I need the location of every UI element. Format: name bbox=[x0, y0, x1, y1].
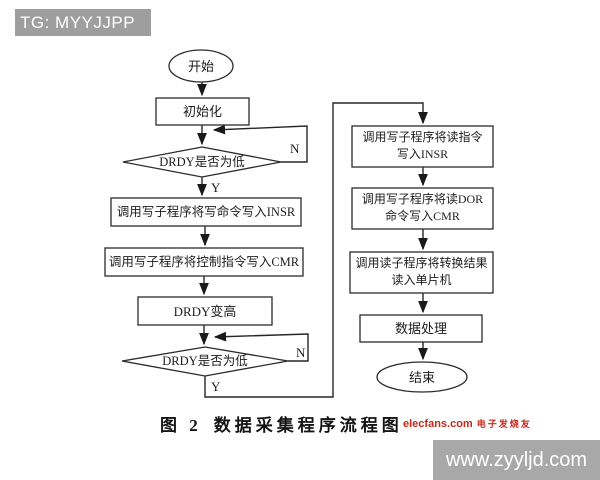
tag-banner: TG: MYYJJPP bbox=[15, 9, 151, 36]
start-terminator-shape bbox=[168, 49, 234, 83]
write-cmd-insr-label: 调用写子程序将写命令写入INSR bbox=[116, 205, 296, 219]
check1-yes-label: Y bbox=[211, 180, 221, 195]
edge-check2-no-loop bbox=[213, 331, 309, 362]
write-dor-cmr-shape bbox=[351, 187, 494, 230]
site-watermark: www.zyyljd.com bbox=[433, 440, 600, 480]
read-result-shape bbox=[349, 251, 494, 294]
data-processing-shape bbox=[359, 314, 483, 343]
read-result-line1: 调用读子程序将转换结果 bbox=[355, 256, 488, 270]
figure-caption: 图 2 数据采集程序流程图 bbox=[160, 411, 403, 436]
check1-label: DRDY是否为低 bbox=[159, 155, 245, 169]
check2-label: DRDY是否为低 bbox=[162, 354, 248, 368]
check1-no-label: N bbox=[290, 141, 300, 156]
edge-check2-yes-to-right-column bbox=[204, 102, 428, 398]
write-read-insr-line1: 调用写子程序将读指令 bbox=[362, 130, 483, 144]
tag-banner-text: TG: MYYJJPP bbox=[20, 13, 136, 32]
check2-yes-label: Y bbox=[211, 379, 221, 394]
check2-decision-shape bbox=[121, 346, 289, 377]
read-result-line2: 读入单片机 bbox=[391, 273, 452, 287]
brand-chinese-text: 电子发烧友 bbox=[476, 419, 532, 429]
data-processing-label: 数据处理 bbox=[394, 321, 447, 336]
read-result-label: 调用读子程序将转换结果 读入单片机 bbox=[350, 255, 493, 289]
figure-title: 数据采集程序流程图 bbox=[213, 416, 403, 435]
init-label: 初始化 bbox=[182, 104, 222, 119]
edge-check1-no-loop bbox=[212, 124, 308, 163]
write-dor-cmr-label: 调用写子程序将读DOR 命令写入CMR bbox=[352, 191, 493, 225]
check1-decision-shape bbox=[122, 146, 282, 178]
drdy-goes-high-label: DRDY变高 bbox=[173, 304, 237, 319]
end-label: 结束 bbox=[408, 370, 435, 385]
init-process-shape bbox=[155, 97, 250, 126]
write-dor-cmr-line1: 调用写子程序将读DOR bbox=[361, 192, 484, 206]
write-read-insr-shape bbox=[351, 125, 494, 168]
write-ctrl-cmr-shape bbox=[104, 247, 304, 277]
write-cmd-insr-shape bbox=[110, 197, 302, 227]
write-dor-cmr-line2: 命令写入CMR bbox=[385, 209, 460, 223]
site-watermark-text: www.zyyljd.com bbox=[445, 449, 588, 471]
drdy-goes-high-shape bbox=[137, 296, 273, 326]
write-ctrl-cmr-label: 调用写子程序将控制指令写入CMR bbox=[108, 255, 300, 269]
end-terminator-shape bbox=[376, 361, 468, 393]
brand-site-text: elecfans.com bbox=[403, 418, 473, 430]
write-read-insr-line2: 写入INSR bbox=[396, 147, 449, 161]
check2-no-label: N bbox=[296, 345, 306, 360]
figure-number: 图 2 bbox=[160, 416, 202, 435]
write-read-insr-label: 调用写子程序将读指令 写入INSR bbox=[352, 129, 493, 163]
start-label: 开始 bbox=[187, 59, 214, 74]
